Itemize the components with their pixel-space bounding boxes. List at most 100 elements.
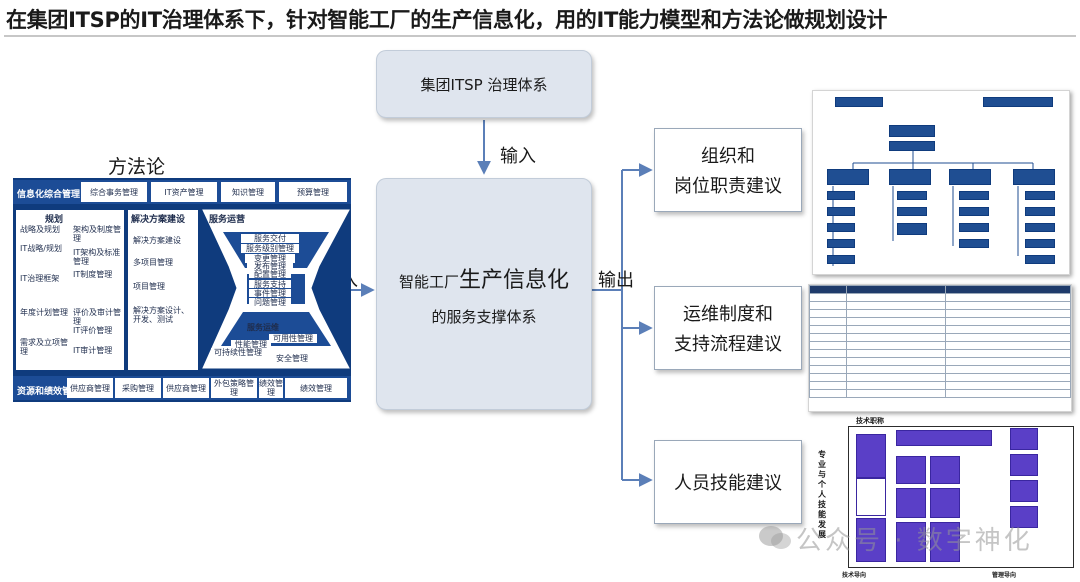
skill-cell [1010,480,1038,502]
output-box-org: 组织和 岗位职责建议 [654,128,802,212]
planning-item: IT制度管理 [73,270,113,279]
output-label: 输出 [598,270,634,291]
skill-cell [856,434,886,478]
service-maint-title: 服务运维 [247,323,279,332]
ops-item: 配置管理 [249,270,291,279]
ops-item: 变更管理 [245,254,295,263]
output-ops-line1: 运维制度和 [683,304,773,325]
ops-item: 性能管理 [231,340,271,349]
bottom-band-item: 绩效管理 [259,378,283,398]
planning-column [16,210,124,370]
title-divider [4,35,1076,37]
output-ops-line2: 支持流程建议 [674,334,782,355]
skills-left-label: 专业与个人技能发展 [818,450,826,539]
page-title: 在集团ITSP的IT治理体系下，针对智能工厂的生产信息化，用的IT能力模型和方法… [6,8,888,32]
org-node [1025,239,1055,248]
skill-cell [896,488,926,518]
planning-item: IT架构及标准管理 [73,248,121,266]
org-node [827,255,855,264]
output-skills-line1: 人员技能建议 [674,473,782,494]
methodology-label: 方法论 [108,156,166,178]
org-node [889,141,935,151]
org-node [827,169,869,185]
org-node [959,223,989,232]
skill-cell [856,518,886,562]
bottom-band-item: 外包策略管理 [211,378,257,398]
skills-bottom-right: 管理导向 [992,572,1017,579]
skills-top-label: 技术职称 [856,417,884,425]
skill-cell [856,478,886,516]
planning-item: IT评价管理 [73,326,113,335]
org-node [1025,223,1055,232]
top-band-item: 综合事务管理 [81,182,147,202]
org-node [959,191,989,200]
wechat-icon [759,526,791,549]
org-node [889,125,935,137]
org-node [827,191,855,200]
org-node [1025,191,1055,200]
org-node [827,239,855,248]
planning-item: 架构及制度管理 [73,225,121,243]
center-subtitle: 的服务支撑体系 [431,307,537,326]
center-title-small: 智能工厂 [398,272,459,291]
output-org-line1: 组织和 [701,146,755,167]
org-node [889,169,931,185]
skill-cell [930,522,960,562]
service-ops-title: 服务运营 [209,215,246,225]
skill-cell [930,488,960,518]
org-node [897,207,927,216]
process-table-thumbnail [808,284,1072,412]
org-node [949,169,991,185]
solution-item: 多项目管理 [133,258,173,267]
skill-cell [930,456,960,484]
solution-title: 解决方案建设 [131,215,186,225]
ops-item: 可用性管理 [269,334,317,343]
bottom-band-item: 绩效管理 [285,378,347,398]
skill-cell [1010,428,1038,450]
org-node [959,207,989,216]
org-chart-thumbnail [812,90,1070,275]
bottom-band-label: 资源和绩效管理 [17,387,81,397]
skill-cell [896,522,926,562]
skill-cell [1010,506,1038,528]
org-node [1025,207,1055,216]
org-node [827,223,855,232]
org-node [835,97,883,107]
output-box-ops: 运维制度和 支持流程建议 [654,286,802,370]
ops-item: 安全管理 [271,354,313,363]
production-info-service-box: 智能工厂生产信息化 的服务支撑体系 [376,178,592,410]
ops-item: 服务支持 [249,280,291,289]
group-itsp-governance-box: 集团ITSP 治理体系 [376,50,592,118]
bottom-band-item: 供应商管理 [67,378,113,398]
planning-item: 评价及审计管理 [73,308,121,326]
skill-cell [1010,454,1038,476]
solution-column [128,210,198,370]
planning-item: 年度计划管理 [20,308,68,317]
output-box-skills: 人员技能建议 [654,440,802,524]
org-node [1025,255,1055,264]
bottom-band-item: 采购管理 [115,378,161,398]
planning-item: IT战略/规划 [20,244,62,253]
top-band-item: IT资产管理 [151,182,217,202]
center-title-big: 生产信息化 [459,267,570,293]
watermark-text: 公众号 · 数字神化 [796,526,1033,556]
org-node [897,191,927,200]
planning-title: 规划 [45,215,64,225]
org-node [983,97,1053,107]
solution-item: 解决方案建设 [133,236,181,245]
solution-item: 解决方案设计、开发、测试 [133,306,189,324]
ops-item: 问题管理 [249,298,291,307]
top-band-label: 信息化综合管理 [17,190,81,200]
process-table [809,285,1071,398]
methodology-diagram: 信息化综合管理 综合事务管理 IT资产管理 知识管理 预算管理 规划 战略及规划… [13,178,351,402]
ops-item: 事件管理 [249,289,291,298]
ops-item: 可持续性管理 [211,348,265,357]
skills-matrix-thumbnail: 技术职称 专业与个人技能发展 技术导向 管理导向 [812,416,1074,582]
group-itsp-governance-label: 集团ITSP 治理体系 [420,75,548,94]
planning-item: 战略及规划 [20,225,60,234]
top-band-item: 预算管理 [279,182,347,202]
org-node [827,207,855,216]
planning-item: IT审计管理 [73,346,113,355]
org-node [897,223,927,235]
planning-item: IT治理框架 [20,274,60,283]
